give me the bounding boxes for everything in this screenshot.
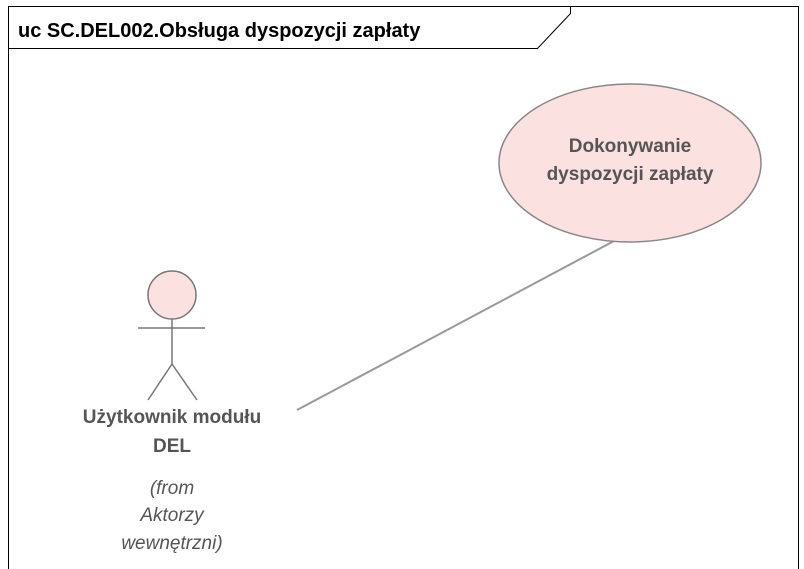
frame-title: uc SC.DEL002.Obsługa dyspozycji zapłaty <box>18 20 421 42</box>
usecase-ellipse[interactable] <box>498 83 762 243</box>
actor-uzytkownik-modulu-del[interactable]: Użytkownik modułu DEL (from Aktorzy wewn… <box>83 270 261 554</box>
actor-origin-line1: (from <box>150 478 194 499</box>
actor-name-line2: DEL <box>153 436 191 457</box>
actor-origin-line2: Aktorzy <box>139 505 205 526</box>
association-line[interactable] <box>296 240 615 411</box>
actor-left-leg <box>147 363 173 401</box>
actor-right-leg <box>171 363 198 401</box>
actor-name-line1: Użytkownik modułu <box>83 407 261 428</box>
usecase-label-line2: dyspozycji zapłaty <box>547 164 714 185</box>
usecase-dokonywanie-dyspozycji[interactable]: Dokonywanie dyspozycji zapłaty <box>498 83 762 243</box>
usecase-label-line1: Dokonywanie <box>569 136 691 157</box>
actor-origin-line3: wewnętrzni) <box>121 533 222 554</box>
frame-title-tab <box>8 6 571 49</box>
actor-head[interactable] <box>147 270 197 320</box>
